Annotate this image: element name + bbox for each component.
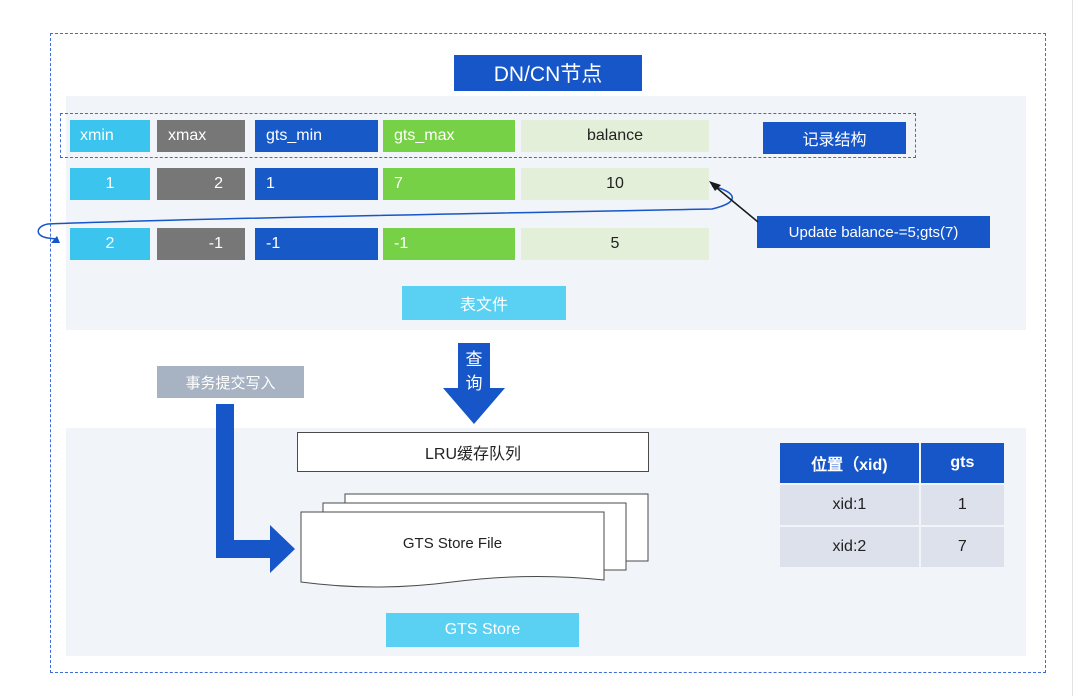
row1-xmin: 1 bbox=[70, 168, 150, 200]
dn-cn-node-frame bbox=[50, 33, 1046, 673]
record-structure-label: 记录结构 bbox=[763, 122, 906, 154]
table-header-position: 位置（xid) bbox=[780, 443, 921, 483]
row2-xmin: 2 bbox=[70, 228, 150, 260]
lru-cache-queue: LRU缓存队列 bbox=[297, 432, 649, 472]
table-header-row: 位置（xid) gts bbox=[780, 443, 1004, 483]
table-cell-gts: 1 bbox=[920, 483, 1004, 525]
table-cell-gts: 7 bbox=[920, 525, 1004, 567]
record-structure-frame bbox=[60, 113, 916, 158]
row1-gts-min: 1 bbox=[255, 168, 378, 200]
table-file-label: 表文件 bbox=[402, 286, 566, 320]
update-flow-curve bbox=[37, 185, 733, 240]
row2-balance: 5 bbox=[521, 228, 709, 260]
gts-store-file-label: GTS Store File bbox=[402, 534, 503, 552]
gts-store-label: GTS Store bbox=[386, 613, 579, 647]
update-label: Update balance-=5;gts(7) bbox=[757, 216, 990, 248]
row2-xmax: -1 bbox=[157, 228, 245, 260]
xid-gts-table: 位置（xid) gts xid:1 1 xid:2 7 bbox=[780, 443, 1004, 567]
page-edge-line bbox=[1072, 0, 1073, 696]
row2-gts-max: -1 bbox=[383, 228, 515, 260]
header-gts-min: gts_min bbox=[255, 120, 378, 152]
table-cell-xid: xid:2 bbox=[780, 525, 921, 567]
query-label: 查询 bbox=[465, 350, 483, 393]
node-title: DN/CN节点 bbox=[454, 55, 642, 91]
header-gts-max: gts_max bbox=[383, 120, 515, 152]
row1-gts-max: 7 bbox=[383, 168, 515, 200]
header-xmin: xmin bbox=[70, 120, 150, 152]
table-row: xid:1 1 bbox=[780, 483, 1004, 525]
row2-gts-min: -1 bbox=[255, 228, 378, 260]
pointer-arrowhead-icon bbox=[709, 181, 721, 191]
header-balance: balance bbox=[521, 120, 709, 152]
row1-xmax: 2 bbox=[157, 168, 245, 200]
row1-balance: 10 bbox=[521, 168, 709, 200]
table-cell-xid: xid:1 bbox=[780, 483, 921, 525]
table-header-gts: gts bbox=[920, 443, 1004, 483]
header-xmax: xmax bbox=[157, 120, 245, 152]
update-pointer-line bbox=[711, 183, 759, 223]
curve-arrowhead-icon bbox=[51, 236, 60, 243]
table-row: xid:2 7 bbox=[780, 525, 1004, 567]
commit-write-label: 事务提交写入 bbox=[157, 366, 304, 398]
